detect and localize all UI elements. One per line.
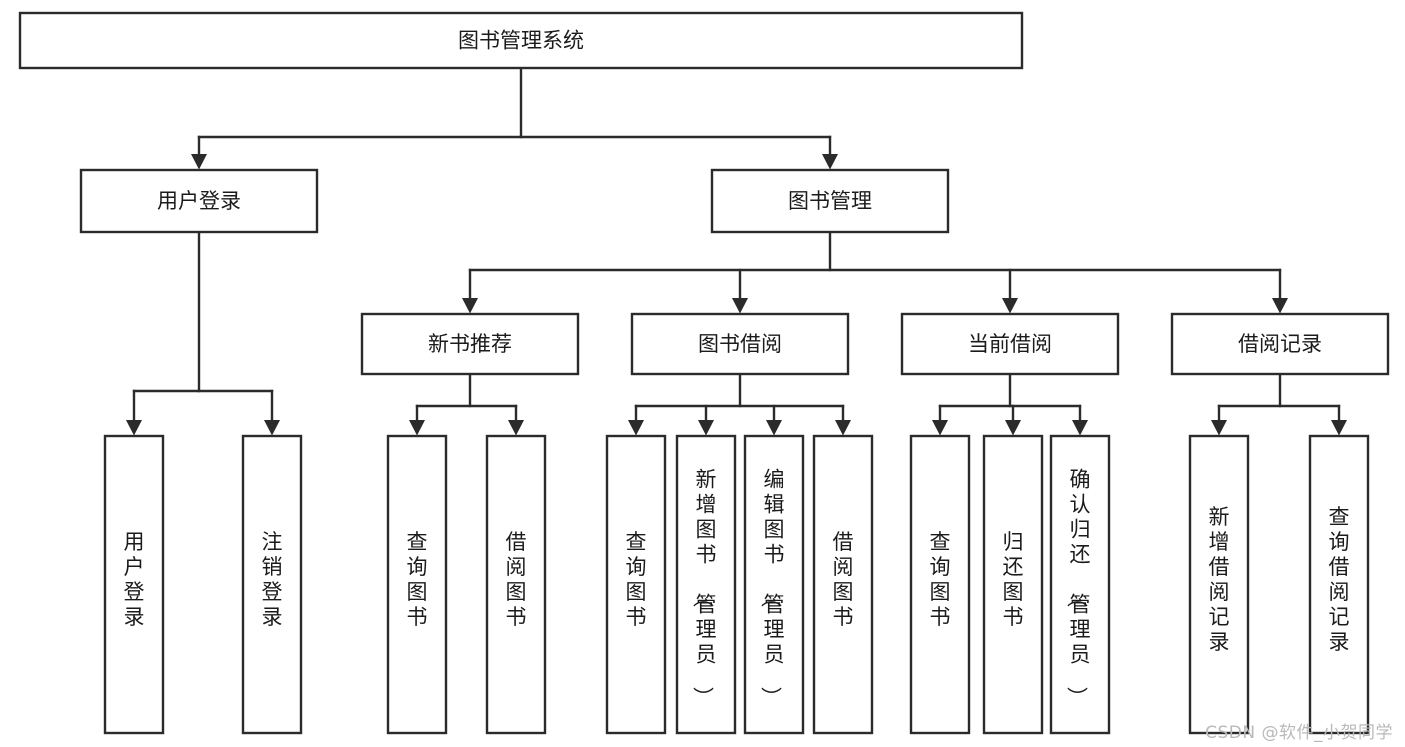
- node-label-record: 借阅记录: [1238, 332, 1322, 356]
- node-box-newbook[interactable]: [360, 312, 580, 376]
- node-root[interactable]: 图书管理系统: [18, 11, 1024, 70]
- arrow-head-leaf2: [264, 420, 280, 436]
- node-label-leaf6: 新增图书（管理员）: [691, 468, 717, 708]
- node-leaf7[interactable]: 编辑图书（管理员）: [743, 434, 805, 735]
- arrow-head-leaf5: [628, 420, 644, 436]
- node-borrow[interactable]: 图书借阅: [630, 312, 850, 376]
- node-box-leaf6[interactable]: [675, 434, 737, 735]
- arrow-head-leaf8: [835, 420, 851, 436]
- arrow-head-bookmgmt: [822, 154, 838, 170]
- node-current[interactable]: 当前借阅: [900, 312, 1120, 376]
- node-leaf9[interactable]: 查询图书: [909, 434, 971, 735]
- arrow-head-borrow: [732, 298, 748, 314]
- node-leaf8[interactable]: 借阅图书: [812, 434, 874, 735]
- node-box-leaf5[interactable]: [605, 434, 667, 735]
- node-box-root[interactable]: [18, 11, 1024, 70]
- arrow-head-leaf1: [126, 420, 142, 436]
- node-box-borrow[interactable]: [630, 312, 850, 376]
- arrow-head-leaf3: [409, 420, 425, 436]
- arrow-head-leaf10: [1005, 420, 1021, 436]
- watermark-text: CSDN @软件_小贺同学: [1205, 723, 1393, 743]
- node-login[interactable]: 用户登录: [79, 168, 319, 234]
- node-newbook[interactable]: 新书推荐: [360, 312, 580, 376]
- node-box-leaf11[interactable]: [1049, 434, 1111, 735]
- node-box-bookmgmt[interactable]: [710, 168, 950, 234]
- node-box-leaf8[interactable]: [812, 434, 874, 735]
- arrow-head-login: [191, 154, 207, 170]
- arrow-head-leaf13: [1331, 420, 1347, 436]
- node-label-bookmgmt: 图书管理: [788, 189, 872, 213]
- node-leaf12[interactable]: 新增借阅记录: [1188, 434, 1250, 735]
- node-leaf3[interactable]: 查询图书: [386, 434, 448, 735]
- node-leaf5[interactable]: 查询图书: [605, 434, 667, 735]
- node-box-leaf3[interactable]: [386, 434, 448, 735]
- node-leaf4[interactable]: 借阅图书: [485, 434, 547, 735]
- nodes-layer: 图书管理系统用户登录图书管理新书推荐图书借阅当前借阅借阅记录用户登录注销登录查询…: [18, 11, 1390, 735]
- node-label-newbook: 新书推荐: [428, 332, 512, 356]
- node-label-leaf13: 查询借阅记录: [1329, 505, 1350, 654]
- node-label-leaf7: 编辑图书（管理员）: [759, 468, 785, 708]
- arrow-head-leaf4: [508, 420, 524, 436]
- node-box-leaf13[interactable]: [1308, 434, 1370, 735]
- node-label-leaf5: 查询图书: [626, 530, 647, 629]
- node-leaf2[interactable]: 注销登录: [241, 434, 303, 735]
- node-bookmgmt[interactable]: 图书管理: [710, 168, 950, 234]
- node-leaf1[interactable]: 用户登录: [103, 434, 165, 735]
- node-label-leaf10: 归还图书: [1003, 530, 1024, 629]
- node-label-leaf2: 注销登录: [262, 530, 283, 629]
- node-record[interactable]: 借阅记录: [1170, 312, 1390, 376]
- edges-layer: [126, 66, 1347, 436]
- arrow-head-leaf9: [932, 420, 948, 436]
- node-box-leaf4[interactable]: [485, 434, 547, 735]
- node-leaf11[interactable]: 确认归还（管理员）: [1049, 434, 1111, 735]
- node-label-current: 当前借阅: [968, 332, 1052, 356]
- node-label-login: 用户登录: [157, 189, 241, 213]
- node-box-leaf7[interactable]: [743, 434, 805, 735]
- node-box-current[interactable]: [900, 312, 1120, 376]
- arrow-head-leaf11: [1072, 420, 1088, 436]
- node-label-root: 图书管理系统: [458, 29, 584, 53]
- node-label-leaf8: 借阅图书: [833, 530, 854, 629]
- node-label-leaf4: 借阅图书: [506, 530, 527, 629]
- node-label-leaf9: 查询图书: [930, 530, 951, 629]
- node-label-leaf12: 新增借阅记录: [1209, 505, 1230, 654]
- node-box-leaf9[interactable]: [909, 434, 971, 735]
- node-leaf13[interactable]: 查询借阅记录: [1308, 434, 1370, 735]
- arrow-head-record: [1272, 298, 1288, 314]
- arrow-head-current: [1002, 298, 1018, 314]
- node-box-leaf2[interactable]: [241, 434, 303, 735]
- node-box-leaf1[interactable]: [103, 434, 165, 735]
- node-label-leaf11: 确认归还（管理员）: [1065, 468, 1091, 708]
- node-leaf10[interactable]: 归还图书: [982, 434, 1044, 735]
- arrow-head-leaf6: [698, 420, 714, 436]
- node-leaf6[interactable]: 新增图书（管理员）: [675, 434, 737, 735]
- node-box-record[interactable]: [1170, 312, 1390, 376]
- node-label-leaf3: 查询图书: [407, 530, 428, 629]
- arrow-head-newbook: [462, 298, 478, 314]
- node-label-leaf1: 用户登录: [124, 530, 145, 629]
- node-box-login[interactable]: [79, 168, 319, 234]
- node-box-leaf12[interactable]: [1188, 434, 1250, 735]
- arrow-head-leaf7: [766, 420, 782, 436]
- arrow-head-leaf12: [1211, 420, 1227, 436]
- node-box-leaf10[interactable]: [982, 434, 1044, 735]
- node-label-borrow: 图书借阅: [698, 332, 782, 356]
